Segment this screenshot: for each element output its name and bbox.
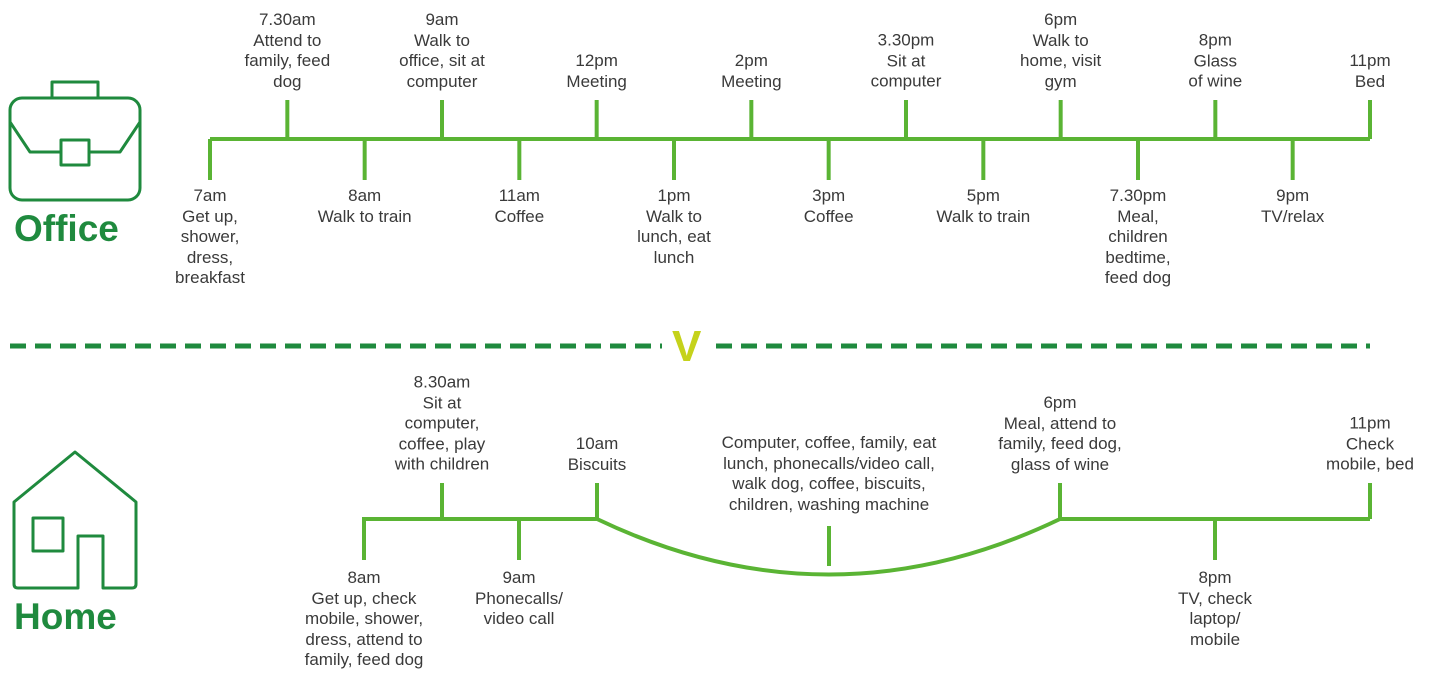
home-event-time: 8am [347, 568, 381, 587]
office-event-text: Get up, shower, dress, breakfast [175, 206, 245, 288]
versus-label: V [672, 322, 702, 371]
office-event-time: 7.30pm [1109, 186, 1167, 205]
office-event-text: Sit at computer [870, 51, 942, 91]
office-event-text: Meal, children bedtime, feed dog [1104, 206, 1172, 288]
office-event-text: Glass of wine [1188, 51, 1243, 91]
office-event-time: 3.30pm [877, 30, 935, 50]
office-heading: Office [14, 208, 119, 249]
home-event-time: 8pm [1198, 568, 1232, 587]
home-event-time: 8.30am [413, 372, 471, 392]
office-event-time: 8am [348, 186, 382, 205]
office-event-time: 11pm [1349, 51, 1391, 70]
home-event-time: 11pm [1349, 413, 1391, 433]
home-event-text: Meal, attend to family, feed dog, glass … [998, 413, 1122, 474]
office-event-time: 9am [425, 10, 459, 29]
office-event-text: Walk to train [317, 206, 412, 226]
office-event-text: Walk to lunch, eat lunch [637, 206, 711, 267]
home-event-text: Sit at computer, coffee, play with child… [394, 393, 490, 474]
office-event-text: TV/relax [1261, 206, 1325, 226]
house-icon [12, 450, 138, 590]
office-event-time: 7.30am [258, 10, 316, 29]
office-event-time: 12pm [575, 51, 618, 70]
home-event-text: Phonecalls/ video call [475, 588, 563, 629]
office-event-time: 5pm [966, 186, 1000, 205]
office-event-time: 11am [498, 186, 540, 205]
home-event-text: Check mobile, bed [1326, 434, 1414, 474]
office-event-time: 3pm [812, 186, 846, 205]
office-event-text: Coffee [494, 206, 545, 226]
briefcase-icon [8, 80, 142, 202]
office-event-text: Meeting [721, 71, 782, 91]
office-event-time: 9pm [1276, 186, 1310, 205]
home-heading: Home [14, 596, 117, 637]
office-event-text: Walk to home, visit gym [1020, 30, 1102, 91]
office-event-time: 1pm [657, 186, 691, 205]
home-event-time: 9am [502, 568, 536, 587]
home-event-label: Computer, coffee, family, eat lunch, pho… [684, 433, 974, 515]
home-event-time: 10am [575, 434, 619, 453]
home-event-text: TV, check laptop/ mobile [1177, 588, 1253, 649]
office-event-time: 7am [193, 186, 227, 205]
office-event-time: 2pm [734, 51, 768, 70]
office-event-text: Walk to office, sit at computer [399, 30, 485, 91]
office-event-text: Walk to train [936, 206, 1031, 226]
home-event-text: Get up, check mobile, shower, dress, att… [304, 588, 424, 670]
office-event-time: 8pm [1198, 30, 1232, 50]
home-event-text: Biscuits [567, 454, 627, 474]
home-event-time: 6pm [1043, 393, 1077, 412]
office-event-text: Coffee [803, 206, 854, 226]
office-event-text: Bed [1354, 71, 1386, 91]
office-event-time: 6pm [1044, 10, 1078, 29]
office-event-text: Attend to family, feed dog [244, 30, 331, 91]
home-event-text: Computer, coffee, family, eat lunch, pho… [721, 433, 937, 514]
home-timeline-curve [596, 517, 1061, 577]
office-event-text: Meeting [566, 71, 627, 91]
